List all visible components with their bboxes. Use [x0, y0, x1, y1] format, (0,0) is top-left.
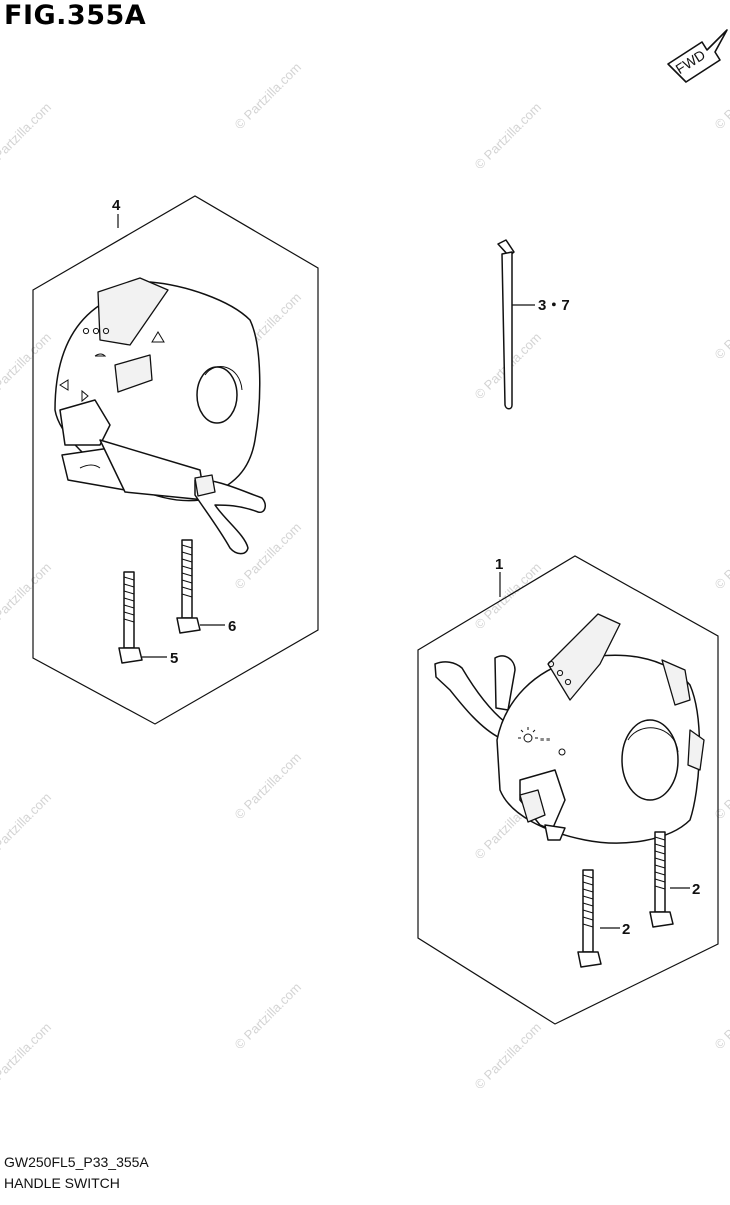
figure-title: FIG.355A [4, 0, 147, 31]
watermark-layer: © Partzilla.com © Partzilla.com © Partzill… [0, 60, 730, 1093]
watermark-text: © Partzilla.com [232, 520, 305, 593]
screw-part-2-right [649, 831, 674, 928]
diagram-code: GW250FL5_P33_355A [4, 1154, 149, 1170]
watermark-text: © Partzilla.com [712, 750, 730, 823]
watermark-text: © Partzilla.com [472, 100, 545, 173]
screw-part-2-left [577, 869, 602, 968]
callout-5: 5 [170, 650, 178, 667]
watermark-text: © Partzilla.com [232, 980, 305, 1053]
watermark-text: © Partzilla.com [232, 750, 305, 823]
watermark-text: © Partzilla.com [472, 1020, 545, 1093]
watermark-text: © Partzilla.com [0, 330, 54, 403]
assembly-box-right [417, 555, 719, 1025]
callout-2-left: 2 [622, 921, 630, 938]
watermark-text: © Partzilla.com [0, 1020, 54, 1093]
cable-tie-drawing [497, 239, 515, 410]
watermark-text: © Partzilla.com [0, 100, 54, 173]
callout-4: 4 [112, 197, 121, 214]
watermark-text: © Partzilla.com [712, 290, 730, 363]
diagram-name: HANDLE SWITCH [4, 1175, 120, 1191]
leader-lines [117, 214, 690, 929]
watermark-text: © Partzilla.com [0, 790, 54, 863]
fwd-badge: FWD [667, 29, 728, 83]
screw-part-5 [118, 571, 143, 664]
svg-text:≡ ≡: ≡ ≡ [540, 737, 550, 744]
callout-3-7: 3・7 [538, 297, 570, 314]
assembly-box-left [32, 195, 319, 725]
screw-part-6 [176, 539, 201, 634]
callout-1: 1 [495, 556, 503, 573]
right-handle-switch-drawing: ≡ ≡ [434, 613, 705, 844]
watermark-text: © Partzilla.com [712, 520, 730, 593]
watermark-text: © Partzilla.com [232, 60, 305, 133]
callout-6: 6 [228, 618, 236, 635]
watermark-text: © Partzilla.com [712, 60, 730, 133]
left-handle-switch-drawing [54, 277, 266, 555]
watermark-text: © Partzilla.com [0, 560, 54, 633]
watermark-text: © Partzilla.com [712, 980, 730, 1053]
callout-2-right: 2 [692, 881, 700, 898]
